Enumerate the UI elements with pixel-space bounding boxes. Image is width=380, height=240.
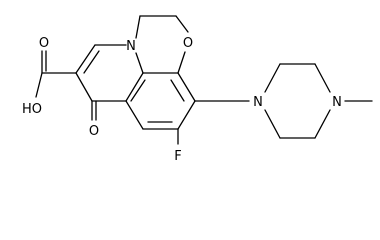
bond [314, 109, 331, 139]
keto-oxygen-label: O [89, 124, 99, 139]
fluorine-label: F [174, 149, 181, 164]
bonds [35, 15, 373, 145]
piperazine-n4-label: N [332, 95, 342, 110]
bond [135, 52, 144, 74]
bond [125, 100, 144, 130]
bond [125, 72, 144, 102]
ring-nitrogen-label: N [126, 39, 136, 54]
bond [264, 63, 281, 93]
bond [264, 109, 281, 139]
structure-diagram: N O O HO O F N N [22, 15, 373, 164]
molecule-drawing: N O O HO O F N N [22, 15, 373, 164]
bond [177, 72, 196, 102]
bond [314, 63, 331, 93]
acid-carbonyl-oxygen-label: O [39, 36, 49, 51]
bond [83, 50, 100, 74]
bond [135, 15, 141, 39]
bond [170, 79, 185, 102]
acid-hydroxyl-label: HO [22, 102, 42, 117]
ring-oxygen-label: O [183, 36, 193, 51]
atom-labels: N O O HO O F N N [22, 36, 342, 164]
bond [177, 51, 186, 74]
bond [35, 72, 43, 98]
bond [75, 72, 93, 102]
bond [130, 79, 146, 102]
bond [175, 15, 189, 33]
bond [75, 44, 96, 74]
piperazine-n1-label: N [253, 95, 263, 110]
bond [177, 100, 196, 130]
